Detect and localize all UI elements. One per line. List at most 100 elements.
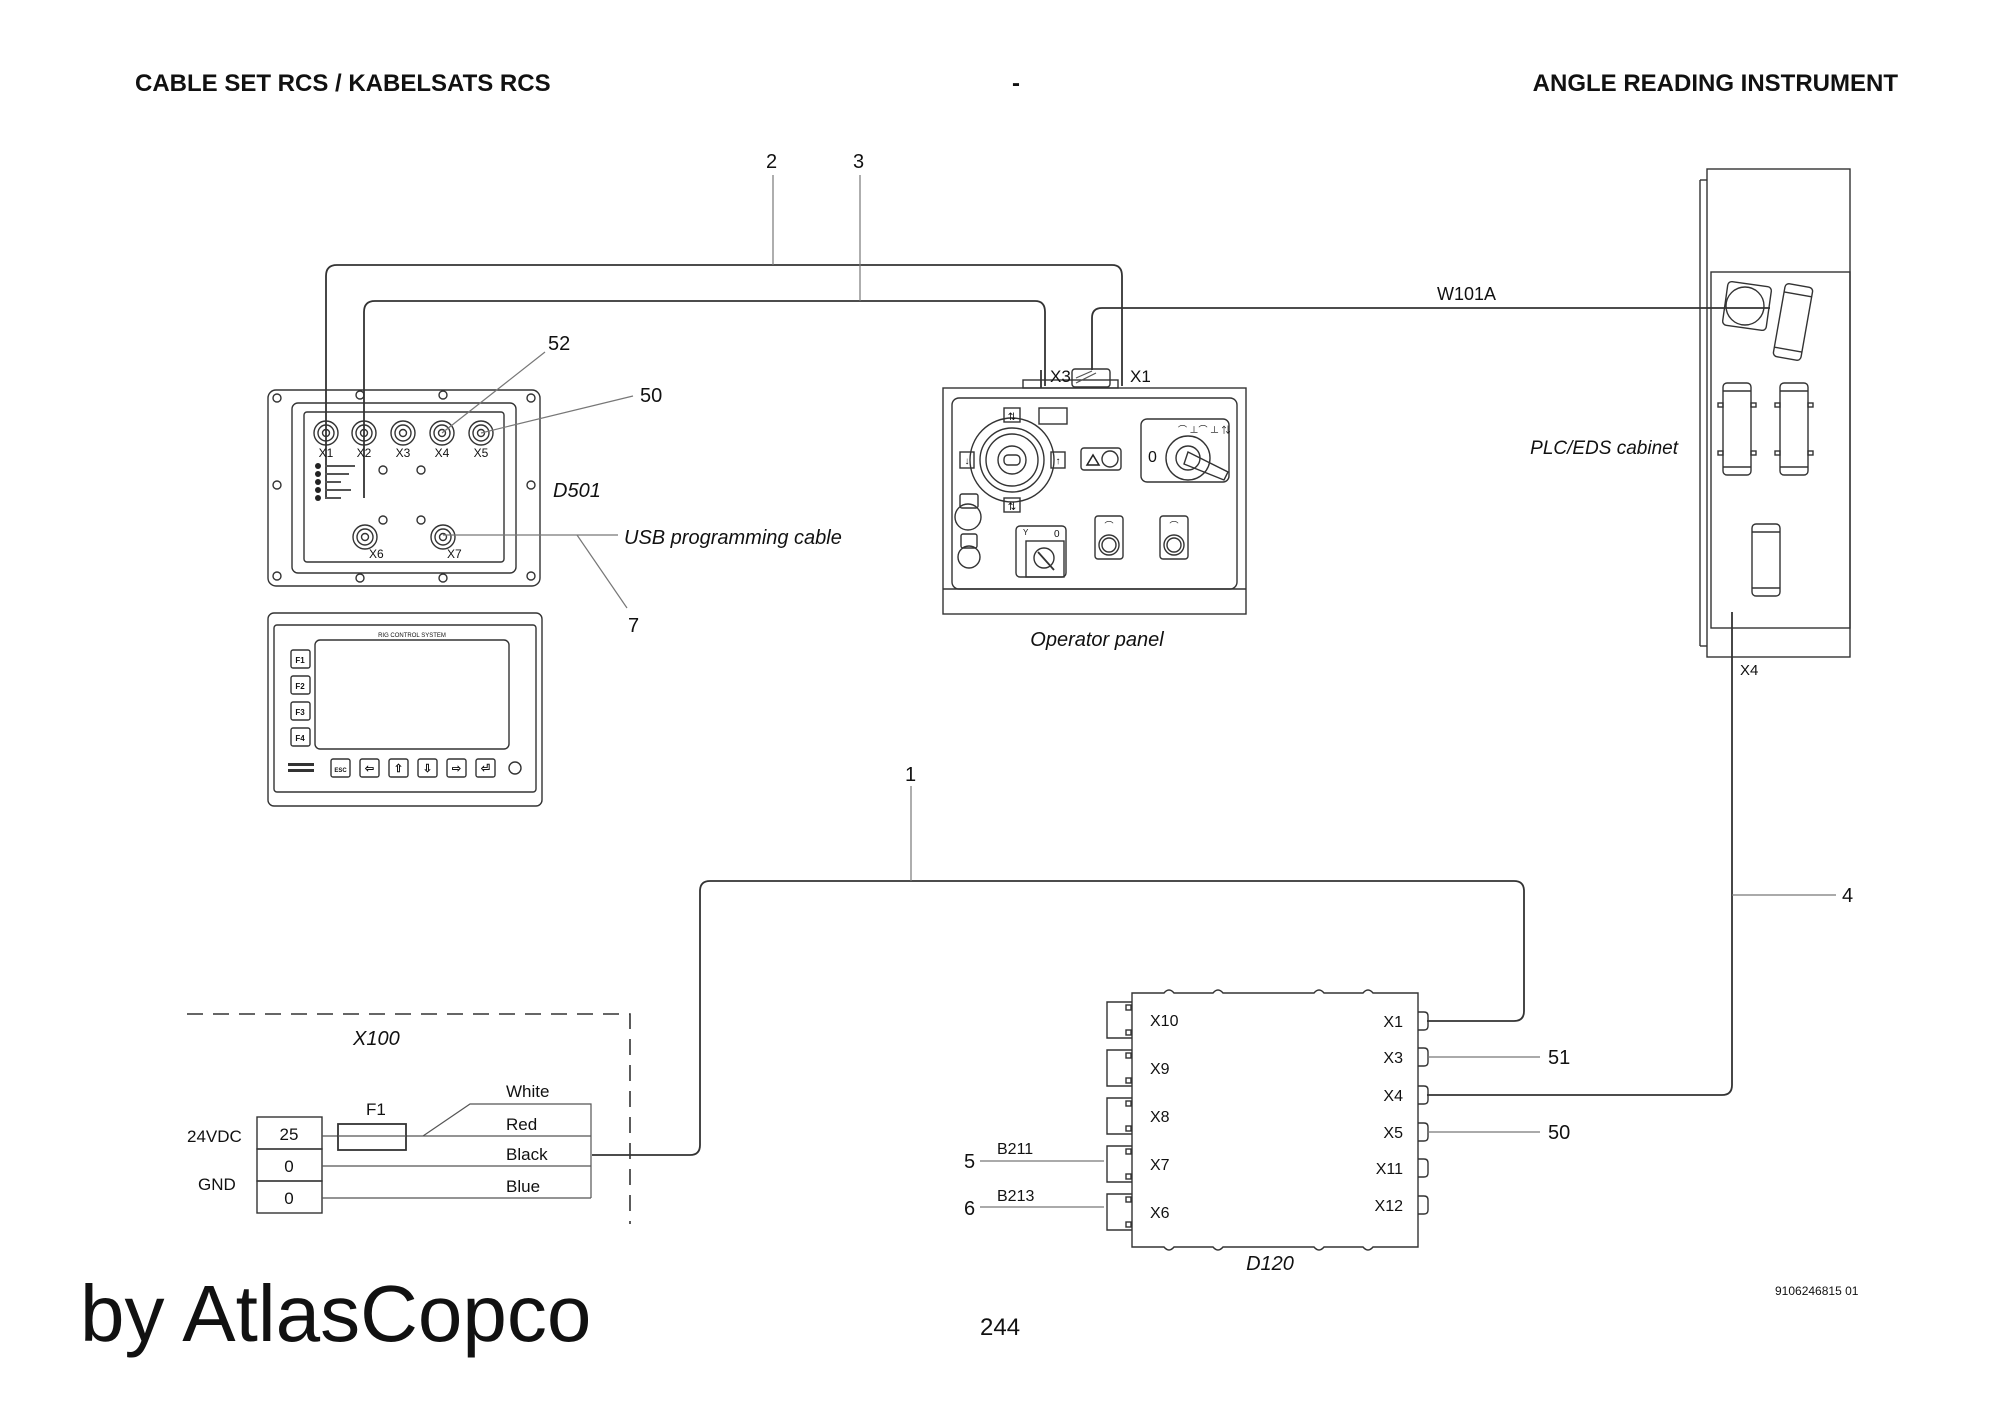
d501-connector-x7: X7 — [430, 524, 462, 561]
item-number-50-d120: 50 — [1548, 1122, 1570, 1144]
display-screen — [314, 639, 510, 750]
svg-text:0: 0 — [284, 1157, 293, 1176]
cable-4: 4 — [1427, 612, 1853, 1096]
item-number-50-d501: 50 — [640, 385, 662, 407]
cable-w101a: W101A — [1091, 284, 1770, 370]
sensor-b213-label: B213 — [997, 1188, 1034, 1205]
usb-programming-cable: USB programming cable 7 — [443, 527, 842, 637]
svg-text:F1: F1 — [295, 656, 305, 665]
d501-label: D501 — [553, 480, 601, 502]
d120-connector-label: X11 — [1376, 1161, 1403, 1178]
item-number-6: 6 — [964, 1198, 975, 1220]
svg-text:0: 0 — [284, 1189, 293, 1208]
d501-connector-label: X4 — [435, 446, 450, 460]
svg-text:⇧: ⇧ — [394, 763, 403, 775]
svg-text:⇅: ⇅ — [1008, 412, 1016, 423]
d501-connector-label: X5 — [474, 446, 489, 460]
leader-51-d120: 51 — [1427, 1047, 1570, 1069]
d120-connector-x5: X5 — [1383, 1122, 1429, 1142]
item-number-52: 52 — [548, 333, 570, 355]
function-key-f1[interactable]: F1 — [290, 649, 311, 669]
rotation-button-2[interactable]: ⌒ — [1159, 515, 1189, 560]
d501-connector-x1: X1 — [313, 420, 339, 460]
d120-connector-label: X5 — [1383, 1125, 1403, 1142]
d501-connector-x3: X3 — [390, 420, 416, 460]
leader-52: 52 — [441, 333, 570, 434]
d120-connector-label: X8 — [1150, 1109, 1170, 1126]
d501-connector-label: X3 — [396, 446, 411, 460]
svg-text:⌒: ⌒ — [1169, 521, 1178, 531]
plc-cabinet-label: PLC/EDS cabinet — [1530, 438, 1679, 459]
svg-text:F4: F4 — [295, 734, 305, 743]
display-title: RIG CONTROL SYSTEM — [378, 633, 446, 639]
d120-connector-x11: X11 — [1376, 1158, 1429, 1178]
emergency-stop-button[interactable] — [954, 493, 982, 531]
power-button[interactable] — [957, 533, 981, 569]
header-right-title: ANGLE READING INSTRUMENT — [1532, 70, 1898, 97]
d120-connector-x7: X7 — [1106, 1145, 1170, 1183]
page-number: 244 — [980, 1314, 1021, 1341]
supply-gnd-label: GND — [198, 1175, 236, 1194]
op-panel-x1-label: X1 — [1130, 367, 1151, 386]
svg-text:F2: F2 — [295, 682, 305, 691]
cable-w101a-label: W101A — [1437, 284, 1496, 304]
function-key-f3[interactable]: F3 — [290, 701, 311, 721]
left-arrow-key[interactable]: ⇦ — [359, 758, 380, 778]
relay-3 — [1751, 523, 1781, 597]
rotation-button-1[interactable]: ⌒ — [1094, 515, 1124, 560]
d120-connector-label: X6 — [1150, 1205, 1170, 1222]
svg-text:⌒: ⌒ — [1104, 521, 1113, 531]
up-arrow-key[interactable]: ⇧ — [388, 758, 409, 778]
d120-label: D120 — [1246, 1253, 1294, 1275]
sensor-b211: 5 B211 — [964, 1141, 1104, 1173]
wire-black-label: Black — [506, 1145, 548, 1164]
d120-connector-label: X1 — [1383, 1014, 1403, 1031]
down-arrow-key[interactable]: ⇩ — [417, 758, 438, 778]
d501-connector-x2: X2 — [351, 420, 377, 460]
d501-connector-x4: X4 — [429, 420, 455, 460]
item-number-5: 5 — [964, 1151, 975, 1173]
item-number-7: 7 — [628, 615, 639, 637]
brand-watermark: by AtlasCopco — [80, 1269, 592, 1358]
d120-connector-x12: X12 — [1375, 1195, 1429, 1215]
wire-blue-label: Blue — [506, 1177, 540, 1196]
d501-connector-label: X1 — [319, 446, 334, 460]
usb-cable-label: USB programming cable — [624, 527, 842, 549]
relay-1 — [1717, 382, 1757, 476]
svg-text:⏎: ⏎ — [480, 763, 490, 775]
function-key-f2[interactable]: F2 — [290, 675, 311, 695]
x100-terminal: X100 24VDC GND 25 0 0 F1 White Red Black… — [187, 1013, 631, 1224]
svg-text:⇩: ⇩ — [423, 763, 432, 775]
right-arrow-key[interactable]: ⇨ — [446, 758, 467, 778]
d120-connector-x4: X4 — [1383, 1085, 1429, 1105]
mode-selector[interactable]: 0 ⌒ ⊥⌒ ⊥ ⇅ — [1140, 418, 1231, 483]
d501-connector-x6: X6 — [352, 524, 384, 561]
fuse-f1 — [337, 1123, 407, 1151]
svg-text:F3: F3 — [295, 708, 305, 717]
svg-text:Y: Y — [1023, 528, 1029, 537]
terminal-0b — [256, 1180, 323, 1214]
d120-connector-x10: X10 — [1106, 1001, 1179, 1039]
esc-key[interactable]: ESC — [330, 758, 351, 778]
d501-connector-x5: X5 — [468, 420, 494, 460]
d501-connector-label: X2 — [357, 446, 372, 460]
mode-selector-zero: 0 — [1148, 449, 1157, 466]
key-switch[interactable]: 0 Y — [1015, 525, 1067, 578]
d120-connector-label: X12 — [1375, 1198, 1404, 1215]
header-left-title: CABLE SET RCS / KABELSATS RCS — [135, 70, 551, 97]
d120-connector-x1: X1 — [1383, 1011, 1429, 1031]
wire-red-label: Red — [506, 1115, 537, 1134]
function-key-f4[interactable]: F4 — [290, 727, 311, 747]
d120-connector-x6: X6 — [1106, 1193, 1170, 1231]
key-switch-zero: 0 — [1054, 529, 1060, 540]
svg-text:↑: ↑ — [1056, 456, 1061, 467]
enter-key[interactable]: ⏎ — [475, 758, 496, 778]
d120-connector-label: X4 — [1383, 1088, 1403, 1105]
x100-label: X100 — [352, 1028, 400, 1050]
warning-button[interactable] — [1080, 447, 1122, 471]
item-number-1: 1 — [905, 764, 916, 786]
fuse-f1-label: F1 — [366, 1100, 386, 1119]
d120-connector-x8: X8 — [1106, 1097, 1170, 1135]
